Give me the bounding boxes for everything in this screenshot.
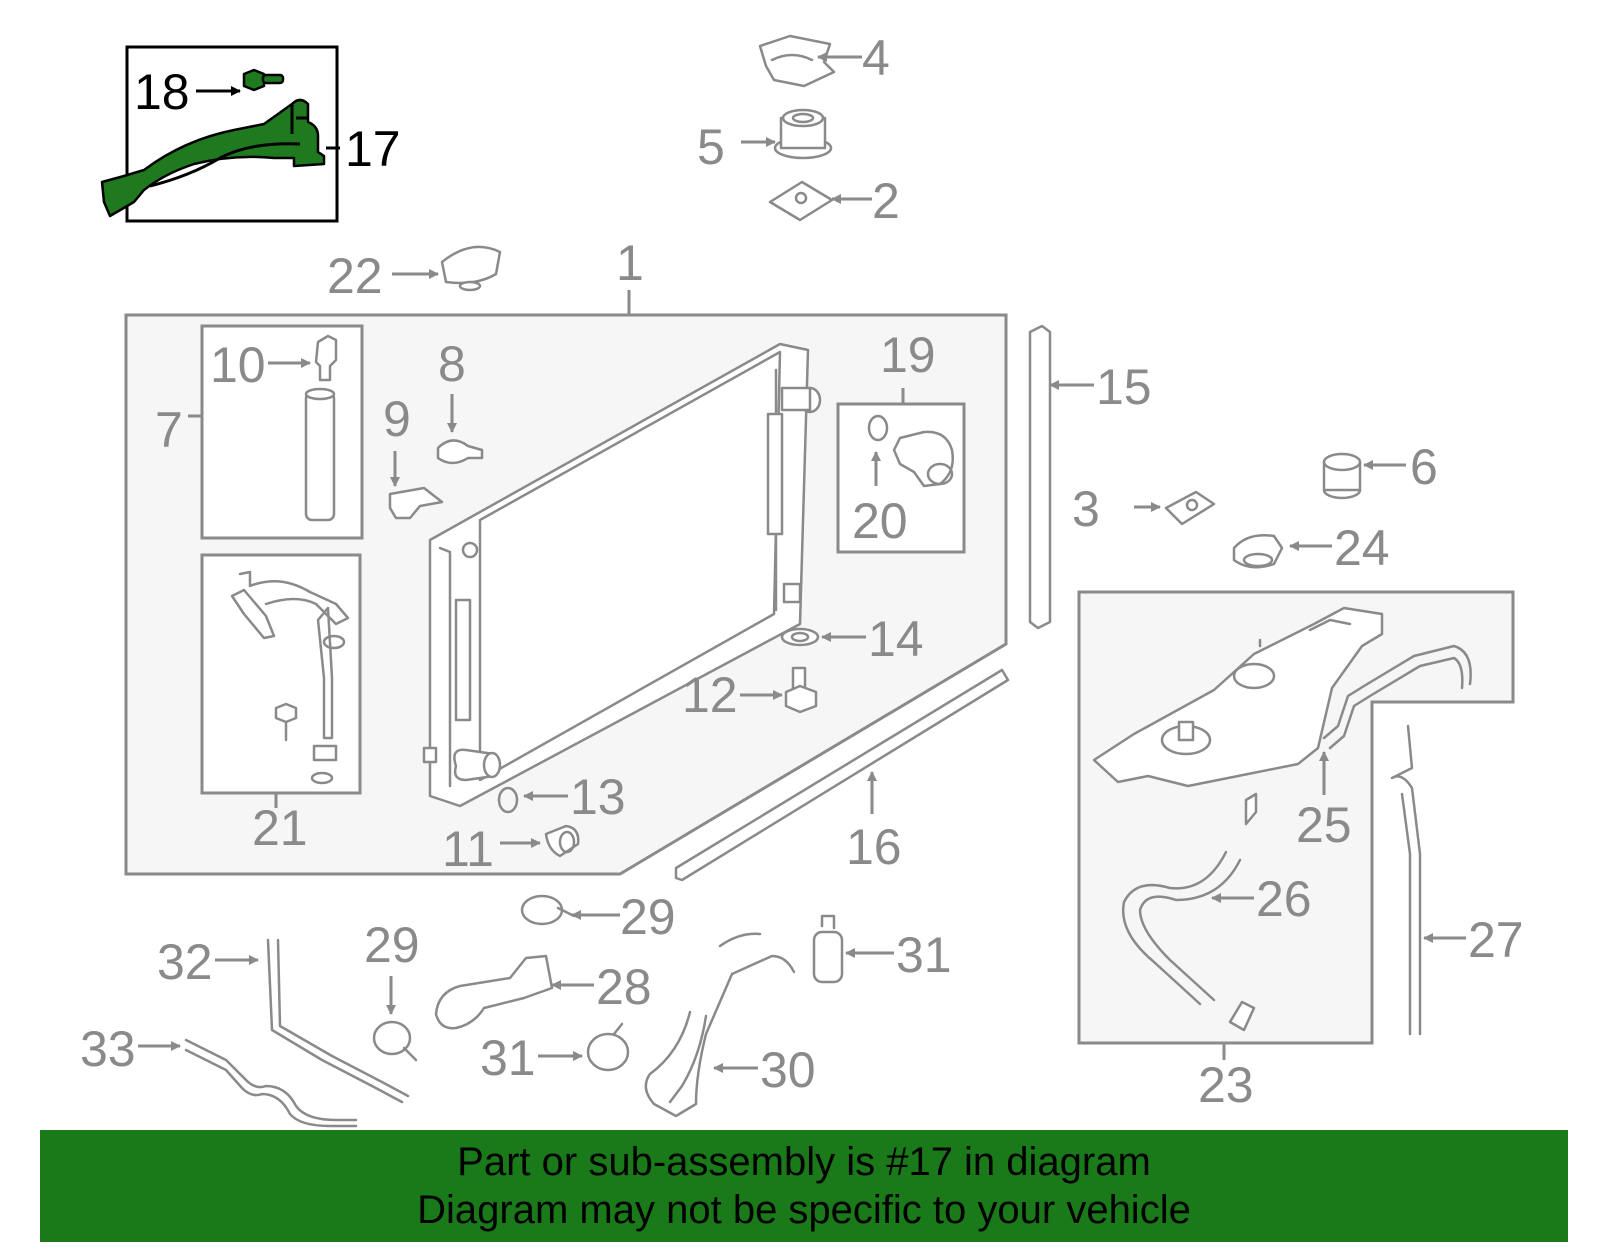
hose-32-part[interactable] xyxy=(266,938,410,1104)
clamp-29a-part[interactable] xyxy=(520,894,576,926)
label-33: 33 xyxy=(80,1021,136,1077)
hose-25-part[interactable] xyxy=(1322,644,1472,750)
clamp-29b-part[interactable] xyxy=(372,1020,418,1062)
plug-10-part[interactable] xyxy=(314,334,338,382)
banner-line-2: Diagram may not be specific to your vehi… xyxy=(417,1188,1191,1232)
label-13: 13 xyxy=(570,769,626,825)
ac-line-21-part[interactable] xyxy=(230,570,350,785)
label-21: 21 xyxy=(252,800,308,856)
clamp-31b-part[interactable] xyxy=(586,1022,630,1072)
oring-13-part[interactable] xyxy=(497,786,519,814)
label-16: 16 xyxy=(846,819,902,875)
clamp-23b-part[interactable] xyxy=(1228,1000,1256,1032)
bushing-5-part[interactable] xyxy=(773,108,833,160)
highlight-box-17[interactable]: 18 17 xyxy=(100,45,401,223)
label-17: 17 xyxy=(345,121,401,177)
hose-27-part[interactable] xyxy=(1390,724,1422,1036)
drain-19-part[interactable] xyxy=(892,430,954,488)
label-19: 19 xyxy=(880,327,936,383)
label-31a: 31 xyxy=(896,927,952,983)
label-4: 4 xyxy=(862,30,890,86)
clamp-31a-part[interactable] xyxy=(812,914,844,984)
label-3: 3 xyxy=(1072,481,1100,537)
bushing-11-part[interactable] xyxy=(544,824,580,858)
label-22: 22 xyxy=(327,248,383,304)
label-27: 27 xyxy=(1468,912,1524,968)
parts-diagram: 18 17 4 5 2 22 1 10 7 xyxy=(80,30,1524,1128)
label-5: 5 xyxy=(697,119,725,175)
hose-26-part[interactable] xyxy=(1121,850,1242,1006)
harness-17-part[interactable] xyxy=(100,98,326,218)
cap-4-part[interactable] xyxy=(758,34,836,88)
grommet-6-part[interactable] xyxy=(1322,452,1362,500)
banner-line-1: Part or sub-assembly is #17 in diagram xyxy=(457,1140,1151,1184)
label-1: 1 xyxy=(616,235,644,291)
label-20: 20 xyxy=(852,493,908,549)
hose-28-part[interactable] xyxy=(434,954,554,1030)
label-24: 24 xyxy=(1334,520,1390,576)
hose-30-part[interactable] xyxy=(644,932,796,1118)
nut-2-part[interactable] xyxy=(768,180,834,222)
hose-33-part[interactable] xyxy=(184,1038,358,1128)
label-28: 28 xyxy=(596,959,652,1015)
label-8: 8 xyxy=(438,336,466,392)
label-11: 11 xyxy=(442,821,494,877)
label-6: 6 xyxy=(1410,439,1438,495)
label-14: 14 xyxy=(868,611,924,667)
label-12: 12 xyxy=(682,667,738,723)
radiator-cap-22-part[interactable] xyxy=(440,245,502,292)
label-7: 7 xyxy=(155,402,183,458)
nut-3-part[interactable] xyxy=(1164,490,1216,526)
reservoir-23-part[interactable] xyxy=(1092,606,1384,826)
label-10: 10 xyxy=(210,337,266,393)
label-29a: 29 xyxy=(620,889,676,945)
oring-20-part[interactable] xyxy=(867,414,889,442)
seal-16-part[interactable] xyxy=(674,668,1010,882)
label-2: 2 xyxy=(872,173,900,229)
bolt-18-part[interactable] xyxy=(242,68,285,92)
bolt-12-part[interactable] xyxy=(784,666,818,714)
radiator-core-part[interactable] xyxy=(422,342,822,808)
drier-7-part[interactable] xyxy=(304,387,336,522)
label-26: 26 xyxy=(1256,871,1312,927)
label-25: 25 xyxy=(1296,797,1352,853)
clip-8-part[interactable] xyxy=(436,439,484,465)
label-18: 18 xyxy=(134,64,190,120)
reservoir-cap-24-part[interactable] xyxy=(1232,534,1284,569)
part-info-banner: Part or sub-assembly is #17 in diagram D… xyxy=(40,1130,1568,1242)
label-15: 15 xyxy=(1096,359,1152,415)
seal-15-part[interactable] xyxy=(1028,324,1052,630)
label-30: 30 xyxy=(760,1042,816,1098)
label-29b: 29 xyxy=(364,917,420,973)
bracket-9-part[interactable] xyxy=(388,486,444,520)
label-23: 23 xyxy=(1198,1057,1254,1113)
label-31b: 31 xyxy=(480,1030,536,1086)
washer-14-part[interactable] xyxy=(780,627,820,647)
label-32: 32 xyxy=(157,934,213,990)
label-9: 9 xyxy=(383,391,411,447)
